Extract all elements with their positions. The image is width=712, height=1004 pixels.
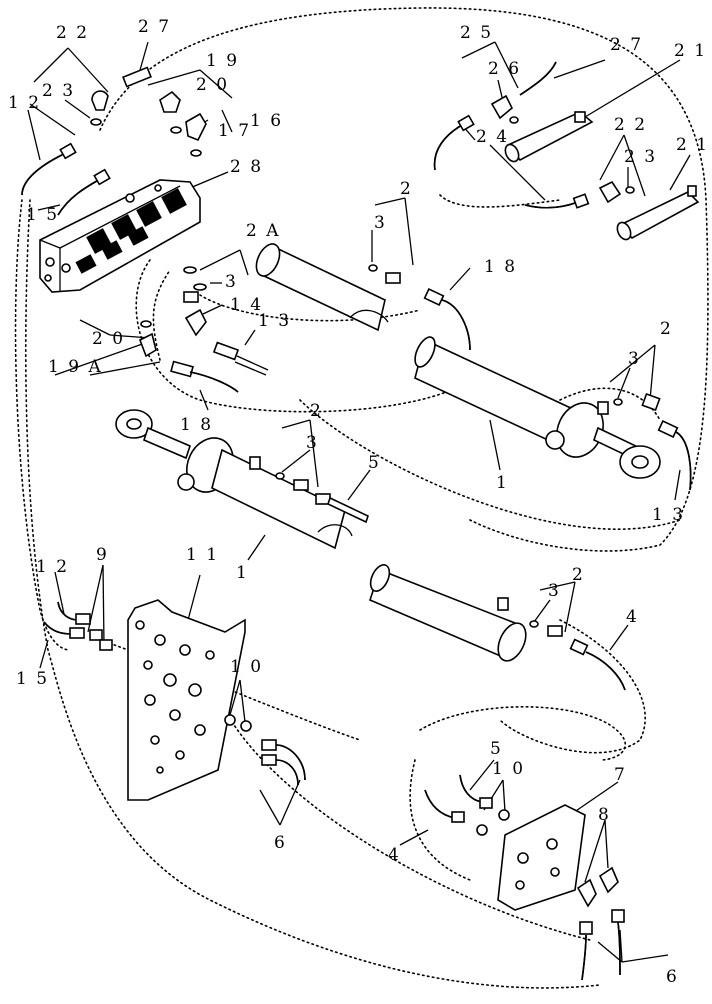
callout-7: 7: [614, 765, 627, 785]
callout-3: 3: [306, 433, 319, 453]
callout-28: 2 8: [230, 157, 263, 177]
callout-12: 1 2: [36, 557, 69, 577]
callout-1: 1: [496, 473, 509, 493]
callout-8: 8: [598, 805, 611, 825]
callout-25: 2 5: [460, 23, 493, 43]
callout-5: 5: [368, 453, 381, 473]
callout-18: 1 8: [484, 257, 517, 277]
mounting-bracket: [127, 599, 246, 801]
callout-23: 2 3: [624, 147, 657, 167]
callout-19a: 1 9 A: [48, 357, 103, 377]
callout-27: 2 7: [610, 35, 643, 55]
callout-24: 2 4: [476, 127, 509, 147]
callout-leaders: [27, 41, 691, 963]
callout-23: 2 3: [42, 81, 75, 101]
callout-14: 1 4: [230, 295, 263, 315]
callout-17: 1 7: [218, 121, 251, 141]
callout-18: 1 8: [180, 415, 213, 435]
callout-15: 1 5: [26, 205, 59, 225]
hoses-and-fittings: [21, 61, 700, 981]
callout-12: 1 2: [8, 93, 41, 113]
callout-1: 1: [236, 563, 249, 583]
callout-2: 2: [400, 179, 413, 199]
bulkhead-plate: [497, 804, 586, 911]
callout-3: 3: [628, 349, 641, 369]
callout-4: 4: [626, 607, 639, 627]
callout-3: 3: [225, 272, 238, 292]
callout-27: 2 7: [138, 17, 171, 37]
callout-6: 6: [666, 967, 679, 987]
callout-20: 2 0: [92, 329, 125, 349]
callout-4: 4: [388, 845, 401, 865]
callout-2: 2: [660, 319, 673, 339]
callout-2: 2: [310, 401, 323, 421]
callout-13: 1 3: [258, 311, 291, 331]
callout-21: 2 1: [676, 135, 709, 155]
cylinder-upper-barrel: [255, 243, 389, 332]
callout-10: 1 0: [230, 657, 263, 677]
callout-2: 2: [572, 565, 585, 585]
control-valve-block: [39, 179, 201, 293]
routing-lines: [14, 7, 709, 989]
callout-9: 9: [96, 545, 109, 565]
callout-10: 1 0: [492, 759, 525, 779]
callout-6: 6: [274, 833, 287, 853]
callout-20: 2 0: [196, 75, 229, 95]
callout-2a: 2 A: [246, 221, 281, 241]
callout-22: 2 2: [614, 115, 647, 135]
callout-21: 2 1: [674, 41, 707, 61]
callout-labels: 2 2 2 7 2 3 1 9 2 0 1 2 1 7 1 6 2 8 1 5 …: [8, 17, 709, 987]
callout-19: 1 9: [206, 51, 239, 71]
cylinder-lower-rod-end: [115, 409, 353, 550]
callout-22: 2 2: [56, 23, 89, 43]
callout-15: 1 5: [16, 669, 49, 689]
callout-3: 3: [374, 213, 387, 233]
callout-11: 1 1: [186, 545, 219, 565]
callout-16: 1 6: [250, 111, 283, 131]
callout-5: 5: [490, 739, 503, 759]
callout-13: 1 3: [652, 505, 685, 525]
cylinder-upper-rod-end: [414, 336, 661, 479]
callout-3: 3: [548, 581, 561, 601]
callout-26: 2 6: [488, 59, 521, 79]
cylinder-lower-barrel: [369, 564, 527, 662]
